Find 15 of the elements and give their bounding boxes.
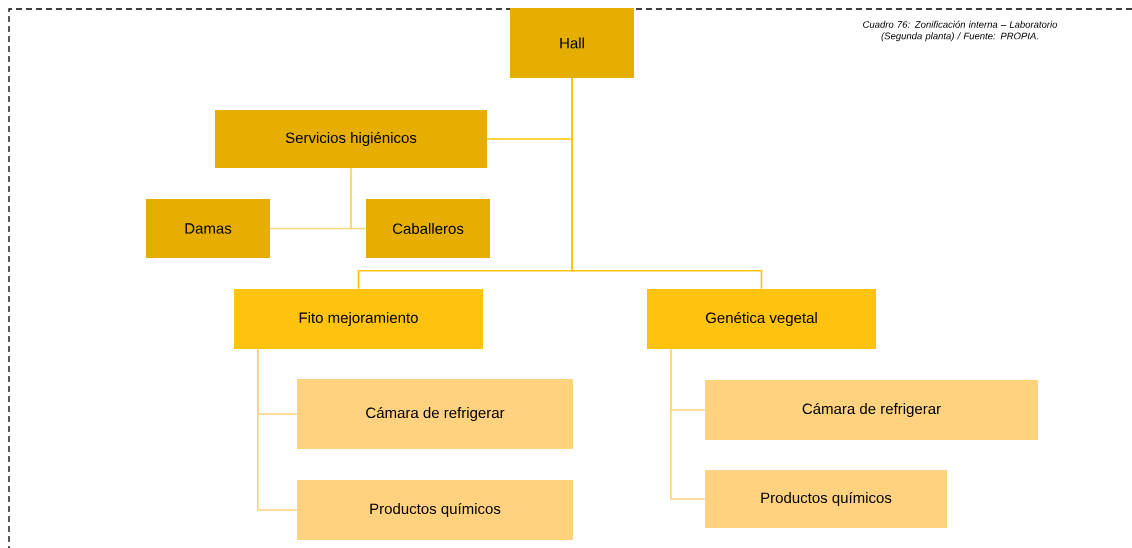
- zone-box: Cámara de refrigerar: [705, 380, 1038, 440]
- zone-box: Productos químicos: [705, 470, 947, 528]
- connector-line: [571, 77, 763, 290]
- connector-line: [257, 348, 298, 511]
- zone-box: Damas: [146, 199, 270, 258]
- zone-box: Hall: [510, 8, 634, 78]
- zone-box: Cámara de refrigerar: [297, 379, 573, 449]
- zone-box: Fito mejoramiento: [234, 289, 483, 349]
- zone-box: Productos químicos: [297, 480, 573, 540]
- zone-box: Servicios higiénicos: [215, 110, 487, 168]
- zone-box: Caballeros: [366, 199, 490, 258]
- connector-line: [670, 348, 706, 500]
- connector-line: [350, 167, 367, 230]
- zone-box: Genética vegetal: [647, 289, 876, 349]
- caption: Cuadro 76: Zonificación interna – Laboratorio (Segunda planta) / Fuente: PROPIA.: [863, 20, 1058, 42]
